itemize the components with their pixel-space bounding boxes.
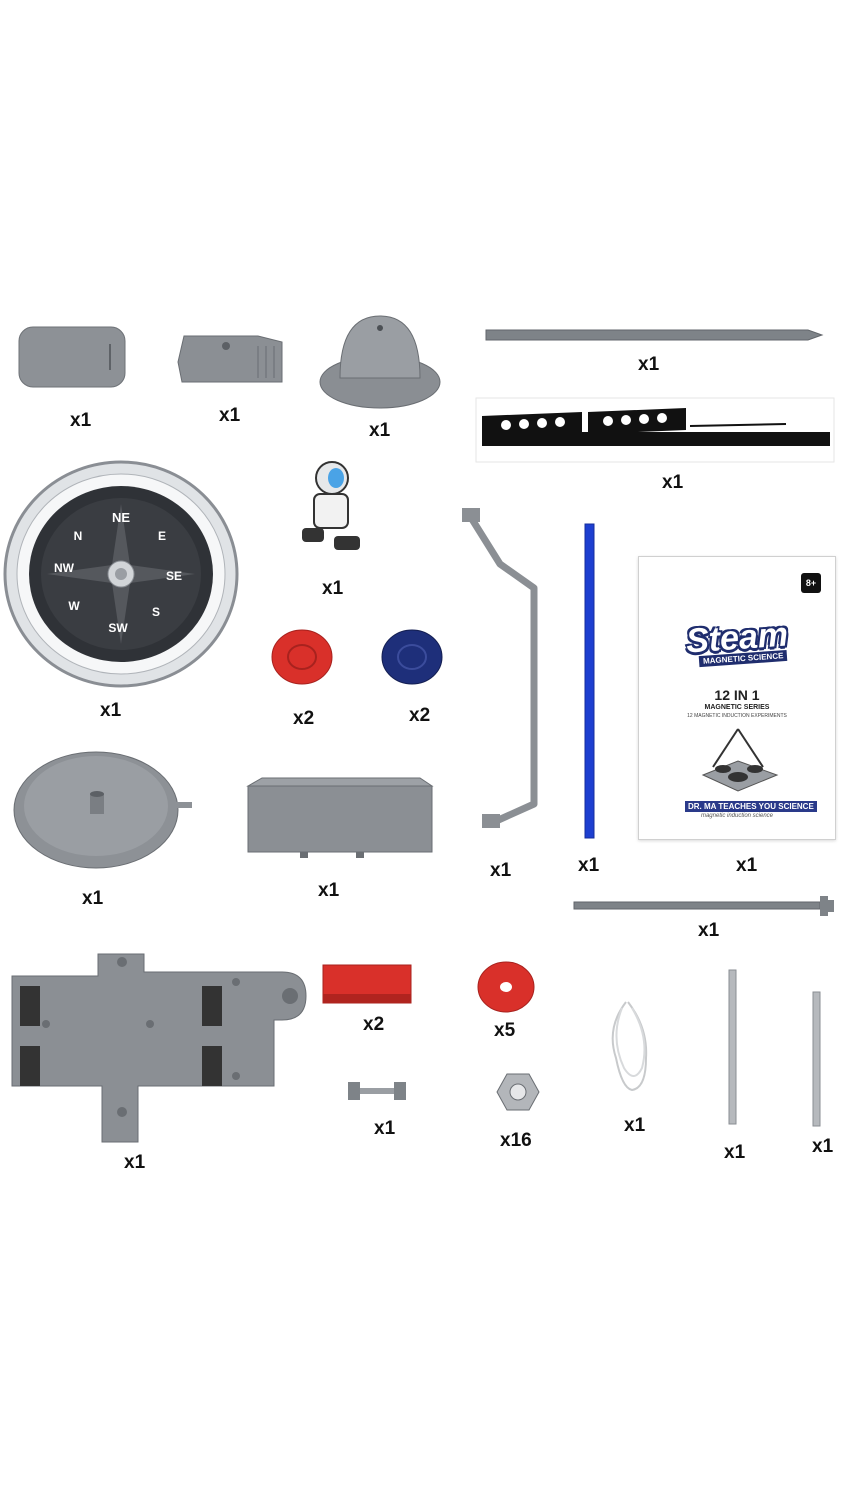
age-badge: 8+: [801, 573, 821, 593]
red-disc-magnet: [270, 628, 334, 686]
manual-footer: DR. MA TEACHES YOU SCIENCE: [685, 801, 817, 812]
compass-label-sw: SW: [108, 621, 128, 635]
compass-label-e: E: [158, 529, 166, 543]
nut-quantity: x16: [500, 1130, 532, 1151]
blue-rod-quantity: x1: [578, 855, 600, 876]
base-plate: [6, 946, 312, 1152]
round-base: [12, 740, 198, 872]
compass-dial: NE N E SE S SW W NW: [2, 460, 242, 690]
compass-label-s: S: [152, 605, 160, 619]
dome-quantity: x1: [369, 420, 391, 441]
bent-frame: [460, 508, 550, 838]
manual-title: 12 IN 1: [714, 687, 760, 703]
manual-quantity: x1: [736, 855, 758, 876]
long-gray-rod: [485, 326, 824, 344]
steel-rod-long: [728, 969, 738, 1126]
string-coil: [602, 998, 656, 1098]
ring-magnet: [476, 960, 536, 1014]
tray-quantity: x1: [318, 880, 340, 901]
bolt-quantity: x1: [374, 1118, 396, 1139]
blue-rod: [584, 523, 596, 840]
manual-series-sub: 12 MAGNETIC INDUCTION EXPERIMENTS: [687, 713, 787, 719]
bent-frame-quantity: x1: [490, 860, 512, 881]
astronaut-quantity: x1: [322, 578, 344, 599]
string-quantity: x1: [624, 1115, 646, 1136]
clip-piece: [176, 332, 286, 388]
ring-magnet-quantity: x5: [494, 1020, 516, 1041]
steel-rod-2-quantity: x1: [812, 1136, 834, 1157]
side-rod: [573, 894, 836, 918]
compass-label-se: SE: [166, 569, 182, 583]
blue-disc-magnet: [380, 628, 444, 686]
clip-quantity: x1: [219, 405, 241, 426]
magnet-sticker: [475, 397, 835, 463]
bolt-piece: [346, 1078, 410, 1104]
manual-illustration: [701, 728, 779, 792]
blue-disc-quantity: x2: [409, 705, 431, 726]
red-bar-magnet: [322, 964, 414, 1006]
gray-card-piece: [18, 326, 126, 388]
manual-footer-sub: magnetic induction science: [700, 813, 774, 819]
compass-label-w: W: [68, 599, 80, 613]
tray-piece: [246, 776, 434, 860]
long-rod-quantity: x1: [638, 354, 660, 375]
instruction-manual: 8+ Steam MAGNETIC SCIENCE 12 IN 1 MAGNET…: [638, 556, 836, 840]
compass-label-n: NE: [112, 510, 130, 525]
bar-magnet-quantity: x2: [363, 1014, 385, 1035]
sticker-quantity: x1: [662, 472, 684, 493]
steel-rod-short: [812, 991, 822, 1128]
red-disc-quantity: x2: [293, 708, 315, 729]
compass-quantity: x1: [100, 700, 122, 721]
steel-rod-1-quantity: x1: [724, 1142, 746, 1163]
astronaut-figure: [300, 458, 364, 562]
round-base-quantity: x1: [82, 888, 104, 909]
side-rod-quantity: x1: [698, 920, 720, 941]
dome-piece: [318, 308, 442, 412]
manual-series: MAGNETIC SERIES: [704, 704, 770, 711]
base-plate-quantity: x1: [124, 1152, 146, 1173]
card-quantity: x1: [70, 410, 92, 431]
compass-label-n2: N: [74, 529, 83, 543]
compass-label-nw: NW: [54, 561, 75, 575]
hex-nut: [496, 1072, 540, 1112]
